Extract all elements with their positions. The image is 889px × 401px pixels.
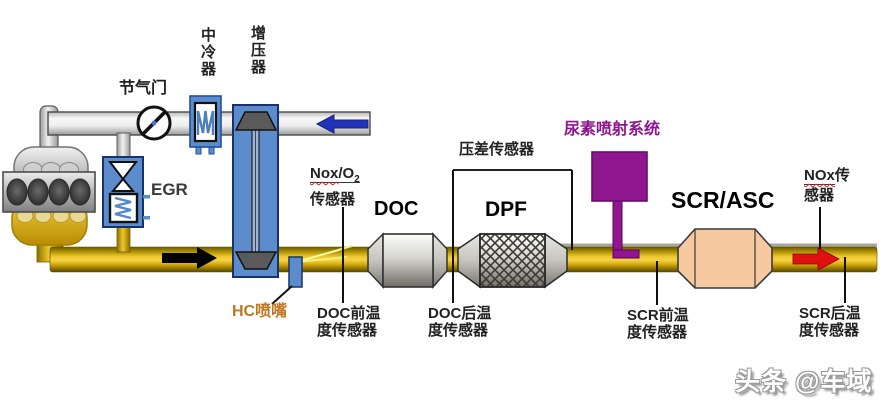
hc-nozzle-pointer-line <box>271 285 293 305</box>
dpf-catalyst <box>457 232 568 289</box>
turbocharger-icon <box>232 104 279 278</box>
engine-illustration <box>2 146 96 246</box>
scr-rear-temp-sensor-label: SCR后温 度传感器 <box>799 305 861 339</box>
scr-asc-label: SCR/ASC <box>671 187 775 213</box>
intercooler-icon <box>189 95 222 155</box>
throttle-valve-icon <box>136 105 172 141</box>
dpf-label: DPF <box>485 198 527 221</box>
turbocharger-label: 增压器 <box>249 25 266 76</box>
egr-label: EGR <box>151 180 188 199</box>
doc-front-temp-sensor-label: DOC前温 度传感器 <box>317 305 381 339</box>
intake-flow-arrow <box>315 114 369 134</box>
watermark-text: 头条 @车域堂 <box>735 368 873 396</box>
urea-injection-system-label: 尿素喷射系统 <box>564 121 661 138</box>
noxo2-sensor-label: Nox/O2 传感器 <box>310 165 360 208</box>
throttle-label: 节气门 <box>119 80 168 97</box>
urea-injection-unit <box>591 151 648 259</box>
hc-nozzle-label: HC喷嘴 <box>232 303 288 320</box>
pressure-sensor-bracket <box>452 169 573 303</box>
intercooler-label: 中冷器 <box>199 27 216 78</box>
doc-label: DOC <box>374 198 419 220</box>
scr-front-temp-sensor-label: SCR前温 度传感器 <box>627 307 689 341</box>
diff-pressure-sensor-label: 压差传感器 <box>459 141 535 158</box>
exhaust-flow-arrow <box>162 247 217 269</box>
outlet-flow-arrow <box>792 247 840 271</box>
egr-module-icon <box>102 156 150 228</box>
nox-sensor-label: NOx传 感器 <box>804 167 850 204</box>
scr-asc-catalyst <box>677 228 773 289</box>
doc-catalyst <box>367 232 448 289</box>
doc-rear-temp-sensor-label: DOC后温 度传感器 <box>428 305 492 339</box>
